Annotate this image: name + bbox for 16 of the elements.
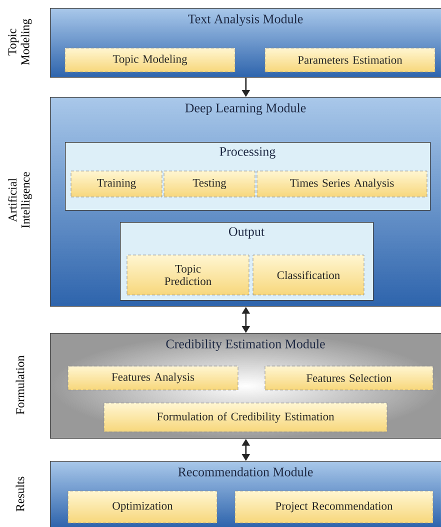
step-box: Times Series Analysis — [256, 170, 428, 198]
step-box: Testing — [164, 170, 256, 198]
step-box: Classification — [252, 254, 364, 296]
step-box: Training — [70, 170, 162, 198]
step-box: Parameters Estimation — [264, 48, 436, 72]
step-box: Optimization — [68, 490, 218, 524]
side-label: Artificial Intelligence — [8, 172, 32, 228]
step-box: Features Selection — [264, 366, 434, 390]
step-box: Topic Prediction — [126, 254, 250, 296]
step-box: Project Recommendation — [234, 490, 434, 524]
side-label: Results — [16, 476, 24, 512]
step-box: Topic Modeling — [64, 48, 236, 72]
side-label: Topic Modeling — [8, 18, 32, 65]
step-box: Formulation of Credibility Estimation — [104, 402, 388, 432]
side-label: Formulation — [16, 356, 24, 414]
step-box: Features Analysis — [68, 366, 238, 390]
